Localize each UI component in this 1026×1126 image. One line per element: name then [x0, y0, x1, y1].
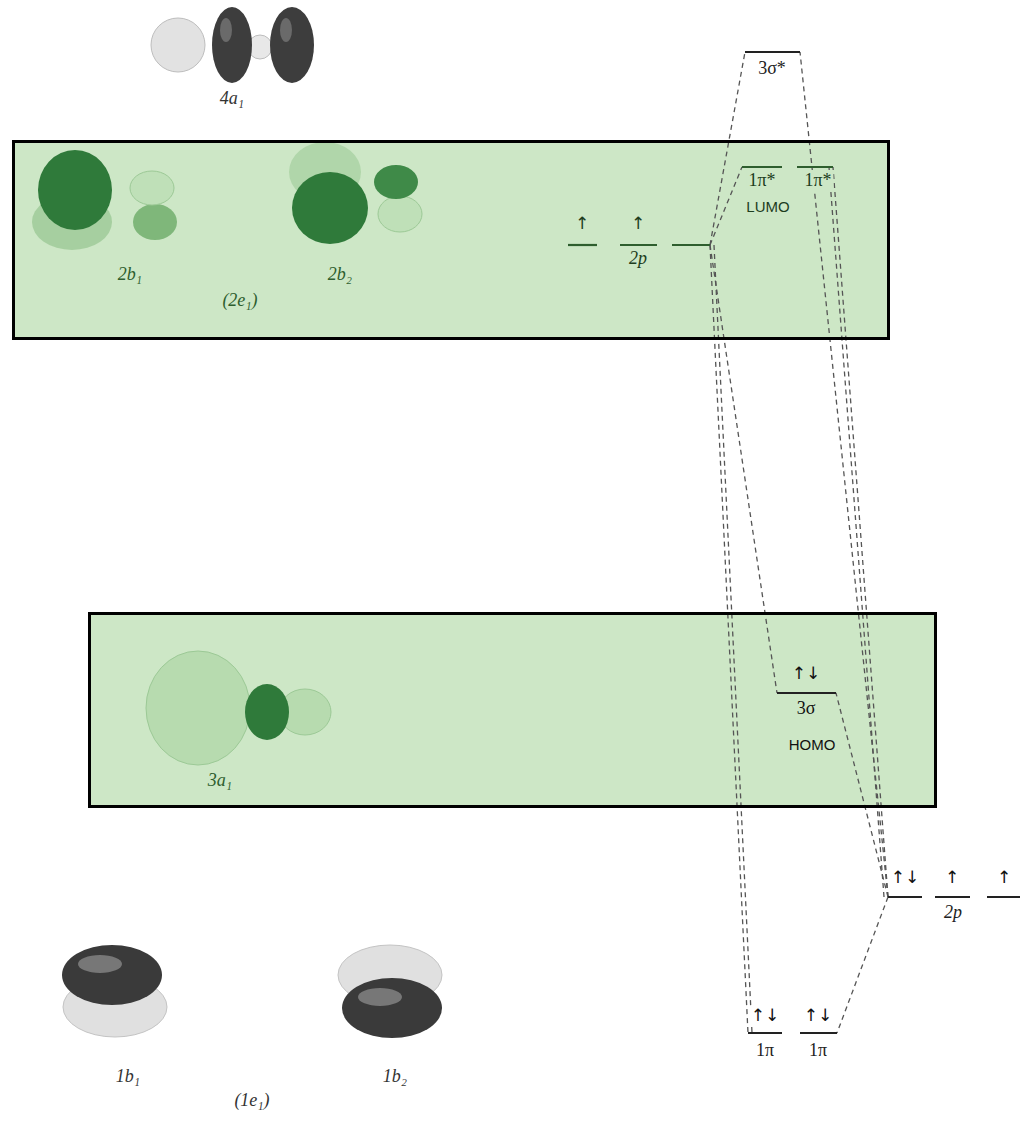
orbital-2b2 [289, 142, 422, 244]
electron-arrow: ↑ [573, 214, 591, 234]
level-label: 3σ [795, 698, 818, 719]
level-label: 2p [627, 248, 649, 269]
orbital-label: 4a₁ [218, 88, 246, 109]
orbital-4a1 [151, 7, 314, 83]
highlight-band [88, 612, 937, 808]
electron-arrow: ↑↓ [790, 664, 823, 684]
level-label: 2p [942, 902, 964, 923]
highlight-band [12, 140, 890, 340]
orbital-label: 1b₂ [381, 1066, 409, 1087]
orbital-label: (1e₁) [232, 1090, 271, 1111]
highlight-box: 2b₁ 2b₂ (2e₁) ↑ ↑ 2p 1π* 1π* LUMO [12, 140, 890, 340]
electron-arrow: ↑↓ [749, 1006, 782, 1026]
orbital-1b1 [62, 945, 167, 1037]
orbital-1b2 [338, 945, 442, 1038]
level-label: 1π [807, 1040, 829, 1061]
orbital-3a1 [146, 651, 331, 765]
energy-levels [568, 52, 1020, 1033]
level-label: 1π* [802, 170, 833, 191]
orbital-label: 2b₂ [326, 264, 354, 285]
correlation-lines [710, 52, 888, 1033]
level-label: 1π* [746, 170, 777, 191]
electron-arrow: ↑↓ [802, 1006, 835, 1026]
highlight-box: 3a₁ ↑↓ 3σHOMO [88, 612, 937, 808]
electron-arrow: ↑ [995, 868, 1013, 888]
electron-arrow: ↑ [629, 214, 647, 234]
frontier-label: HOMO [787, 736, 838, 753]
level-label: 1π [754, 1040, 776, 1061]
electron-arrow: ↑ [943, 868, 961, 888]
level-label: 3σ* [756, 58, 788, 79]
frontier-label: LUMO [744, 198, 791, 215]
orbital-label: (2e₁) [220, 290, 259, 311]
orbital-label: 1b₁ [114, 1066, 142, 1087]
electron-arrow: ↑↓ [889, 868, 922, 888]
orbital-2b1 [32, 150, 177, 250]
orbital-label: 3a₁ [206, 770, 234, 791]
orbital-label: 2b₁ [116, 264, 144, 285]
